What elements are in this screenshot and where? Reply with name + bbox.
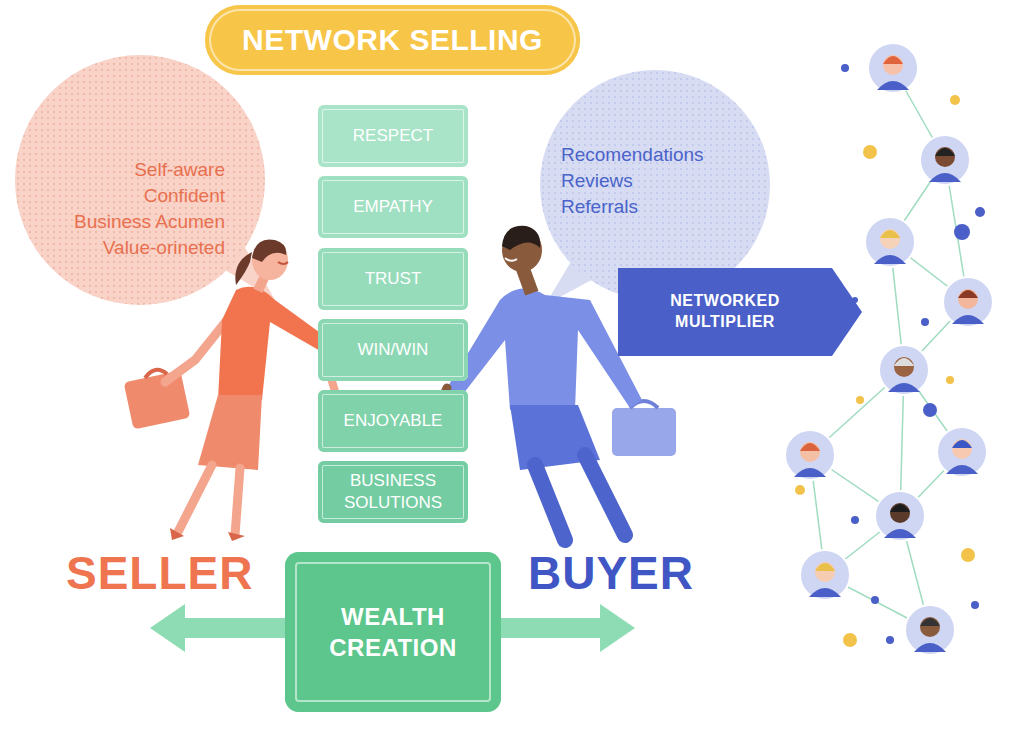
network-dot: [946, 376, 954, 384]
network-dot: [871, 596, 879, 604]
network-dot: [856, 396, 864, 404]
node-text: BUSINESS SOLUTIONS: [326, 470, 460, 514]
network-dot: [886, 636, 894, 644]
network-dot: [851, 516, 859, 524]
arrow-fill: [618, 268, 862, 356]
network-dot: [975, 207, 985, 217]
node-text: RESPECT: [353, 125, 433, 147]
network-dot: [961, 548, 975, 562]
person-avatar: [943, 277, 993, 327]
network-dot: [795, 485, 805, 495]
network-dot: [843, 633, 857, 647]
person-avatar: [875, 491, 925, 541]
node-text: Business Acumen: [74, 209, 225, 235]
network-dot: [971, 601, 979, 609]
person-avatar: [879, 345, 929, 395]
node-text: Referrals: [561, 194, 638, 220]
person-avatar: [800, 550, 850, 600]
node-text: Confident: [144, 183, 225, 209]
network-dot: [863, 145, 877, 159]
node-text: EMPATHY: [353, 196, 433, 218]
title-pill: NETWORK SELLING: [205, 5, 580, 75]
person-avatar: [905, 605, 955, 655]
node-text: WIN/WIN: [358, 339, 429, 361]
value-box: WIN/WIN: [318, 319, 468, 381]
node-text: TRUST: [365, 268, 422, 290]
person-avatar: [785, 430, 835, 480]
network-dot: [923, 403, 937, 417]
title: NETWORK SELLING: [242, 23, 543, 57]
node-text: WEALTH CREATION: [299, 601, 487, 663]
network-dot: [950, 95, 960, 105]
network-dot: [921, 318, 929, 326]
value-box: ENJOYABLE: [318, 390, 468, 452]
node-text: Recomendations: [561, 142, 704, 168]
value-box: TRUST: [318, 248, 468, 310]
node-text: Value-orineted: [103, 235, 225, 261]
node-text: Self-aware: [134, 157, 225, 183]
buyer-label: BUYER: [528, 546, 694, 600]
person-avatar: [920, 135, 970, 185]
network-dot: [841, 64, 849, 72]
person-avatar: [937, 427, 987, 477]
buyer-bubble: RecomendationsReviewsReferrals: [540, 70, 770, 300]
wealth-box: WEALTH CREATION: [285, 552, 501, 712]
node-text: NETWORKED MULTIPLIER: [618, 291, 832, 333]
person-avatar: [868, 43, 918, 93]
node-text: ENJOYABLE: [344, 410, 443, 432]
value-box: BUSINESS SOLUTIONS: [318, 461, 468, 523]
value-box: EMPATHY: [318, 176, 468, 238]
multiplier-arrow: NETWORKED MULTIPLIER: [618, 268, 862, 356]
network-dot: [954, 224, 970, 240]
seller-label: SELLER: [66, 546, 253, 600]
node-text: Reviews: [561, 168, 633, 194]
value-box: RESPECT: [318, 105, 468, 167]
arrow-shape: [618, 268, 862, 356]
seller-bubble: Self-awareConfidentBusiness AcumenValue-…: [15, 55, 265, 305]
person-avatar: [865, 217, 915, 267]
